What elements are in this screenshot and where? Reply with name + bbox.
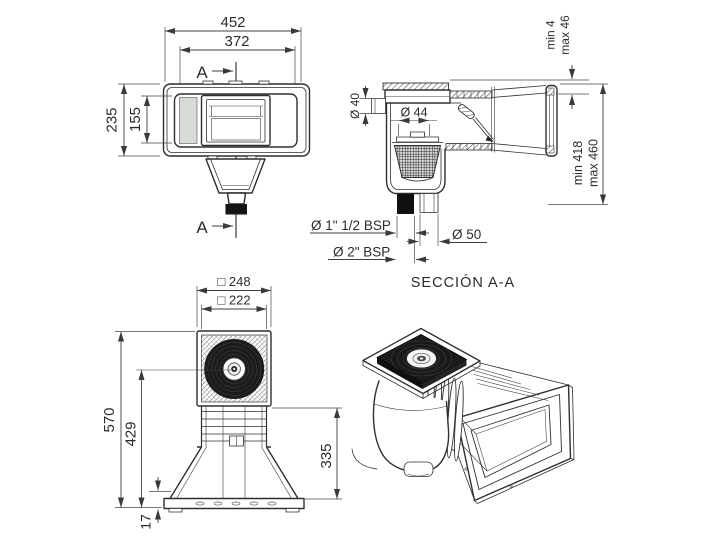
dim-d50-label: Ø 50 [452,227,481,242]
dim-d40-label: Ø 40 [348,93,362,119]
dim-lip-max-label: max 46 [558,15,572,55]
side-view: □ 248 □ 222 [101,274,342,530]
basket-handle [410,131,425,138]
iso-mouth-opening [470,404,552,478]
weir-window-frame [200,94,271,147]
iso-view [351,327,575,504]
dim-222-label: □ 222 [217,293,250,308]
dim-335-label: 335 [318,443,335,468]
bottom-drain-pipe [419,193,439,213]
iso-throat-grooves [469,365,549,401]
tank-section [385,103,446,195]
iso-tank-body [373,381,449,472]
dim-155-label: 155 [127,107,144,132]
bottom-plug-front [225,204,247,215]
dim-bsp2-label: Ø 2" BSP [333,245,390,260]
dim-17-label: 17 [138,514,154,530]
dim-248-label: □ 248 [217,274,250,289]
dim-lip-min-label: min 4 [544,20,558,50]
front-view: 452 372 A A 235 [103,14,311,238]
dim-235-label: 235 [103,107,120,132]
dim-height-min-label: min 418 [571,141,585,186]
dim-bsp15-label: Ø 1" 1/2 BSP [311,218,391,233]
dim-d44-label: Ø 44 [400,106,427,120]
faceplate-opening [173,93,298,148]
lid-section [382,82,449,91]
strainer-basket [393,145,442,178]
top-port [371,98,386,114]
section-marker-bottom: A [196,218,208,237]
dim-429-label: 429 [122,421,139,446]
dim-372-label: 372 [224,33,249,50]
shaded-panel [179,97,198,144]
iso-foot [403,461,434,477]
dim-height-max-label: max 460 [586,139,600,187]
base-plate [163,497,305,510]
dim-452-label: 452 [220,14,245,31]
weir-flap [472,117,494,142]
section-caption: SECCIÓN A-A [411,274,515,291]
mouth-faceplate-section [545,84,558,157]
dim-570-label: 570 [101,407,118,432]
side-drain-plug [397,194,414,214]
section-view: Ø 40 Ø 44 Ø 1" 1/2 BSP Ø 50 Ø 2" BSP [310,15,608,291]
neck-ribs [201,411,267,442]
weir-flap-handle [457,104,475,120]
section-marker-top: A [196,63,208,82]
throat-front [205,158,266,194]
flared-base [169,446,299,499]
